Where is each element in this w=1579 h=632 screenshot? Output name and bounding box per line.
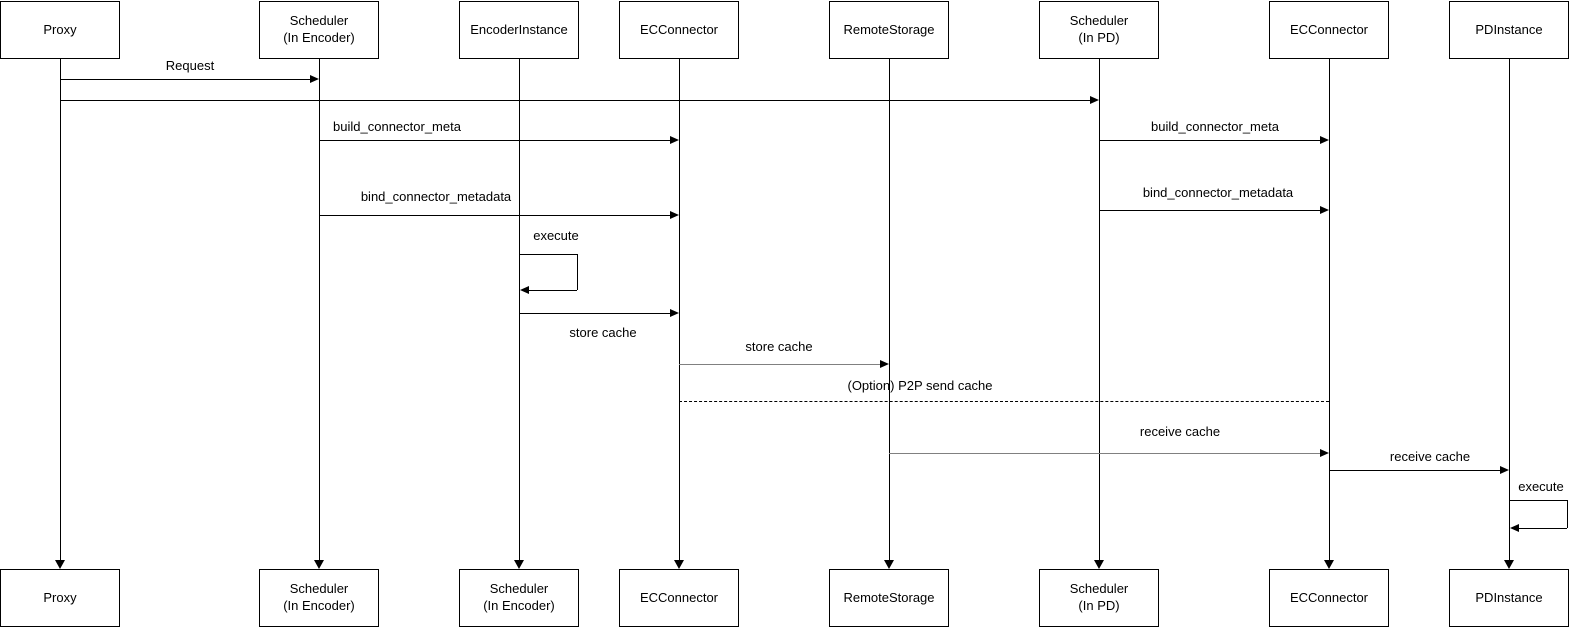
- participant-bottom-scheduler-encoder: Scheduler (In Encoder): [259, 569, 379, 627]
- message-store-cache-ec-to-remote-label: store cache: [745, 339, 813, 354]
- arrowhead-down-icon: [55, 560, 65, 569]
- participant-bottom-scheduler-pd: Scheduler (In PD): [1039, 569, 1159, 627]
- message-receive-cache-ec-to-pd-line: [1329, 470, 1501, 471]
- arrowhead-right-icon: [1320, 449, 1329, 457]
- message-build-connector-meta-right-line: [1099, 140, 1321, 141]
- participant-top-proxy: Proxy: [0, 1, 120, 59]
- participant-bottom-remote-storage: RemoteStorage: [829, 569, 949, 627]
- participant-bottom-pdinstance: PDInstance: [1449, 569, 1569, 627]
- arrowhead-right-icon: [670, 136, 679, 144]
- arrowhead-down-icon: [1324, 560, 1334, 569]
- participant-top-scheduler-pd: Scheduler (In PD): [1039, 1, 1159, 59]
- message-execute-pd-label: execute: [1518, 479, 1564, 494]
- message-receive-cache-remote-to-ec-line: [889, 453, 1321, 454]
- arrowhead-left-icon: [1510, 524, 1519, 532]
- arrowhead-right-icon: [880, 360, 889, 368]
- arrowhead-left-icon: [520, 286, 529, 294]
- message-receive-cache-ec-to-pd-label: receive cache: [1389, 449, 1471, 464]
- arrowhead-down-icon: [314, 560, 324, 569]
- message-store-cache-ec-to-remote-line: [679, 364, 881, 365]
- participant-top-ecconnector-left: ECConnector: [619, 1, 739, 59]
- participant-top-remote-storage: RemoteStorage: [829, 1, 949, 59]
- arrowhead-right-icon: [1320, 136, 1329, 144]
- self-loop-bottom-line: [1519, 528, 1567, 529]
- message-bind-connector-metadata-left-line: [319, 215, 671, 216]
- message-bind-connector-metadata-left-label: bind_connector_metadata: [360, 189, 512, 204]
- arrowhead-right-icon: [670, 211, 679, 219]
- message-build-connector-meta-left-label: build_connector_meta: [333, 119, 461, 134]
- participant-bottom-proxy: Proxy: [0, 569, 120, 627]
- lifeline-encoder-instance-line: [519, 59, 520, 560]
- participant-top-encoder-instance: EncoderInstance: [459, 1, 579, 59]
- arrowhead-down-icon: [1094, 560, 1104, 569]
- message-store-cache-encoder-to-ec-label: store cache: [569, 325, 637, 340]
- message-execute-encoder-label: execute: [533, 228, 579, 243]
- arrowhead-right-icon: [1320, 206, 1329, 214]
- message-build-connector-meta-left-line: [319, 140, 671, 141]
- arrowhead-down-icon: [884, 560, 894, 569]
- message-p2p-send-cache-label: (Option) P2P send cache: [847, 378, 993, 393]
- message-build-connector-meta-right-label: build_connector_meta: [1151, 119, 1279, 134]
- arrowhead-right-icon: [310, 75, 319, 83]
- participant-bottom-scheduler-encoder-2: Scheduler (In Encoder): [459, 569, 579, 627]
- lifeline-ecconnector-left-line: [679, 59, 680, 560]
- self-loop-bottom-line: [529, 290, 577, 291]
- participant-top-scheduler-encoder: Scheduler (In Encoder): [259, 1, 379, 59]
- message-receive-cache-remote-to-ec-label: receive cache: [1139, 424, 1221, 439]
- arrowhead-down-icon: [674, 560, 684, 569]
- arrowhead-right-icon: [1500, 466, 1509, 474]
- message-p2p-send-cache-line: [679, 401, 1329, 402]
- message-request-label: Request: [165, 58, 215, 73]
- message-request-line: [60, 79, 311, 80]
- lifeline-ecconnector-right-line: [1329, 59, 1330, 560]
- participant-bottom-ecconnector-right: ECConnector: [1269, 569, 1389, 627]
- lifeline-scheduler-encoder-line: [319, 59, 320, 560]
- self-loop-right-line: [1567, 500, 1568, 528]
- lifeline-remote-storage-line: [889, 59, 890, 560]
- self-loop-top-line: [519, 254, 577, 255]
- participant-top-ecconnector-right: ECConnector: [1269, 1, 1389, 59]
- lifeline-pdinstance-line: [1509, 59, 1510, 560]
- message-bind-connector-metadata-right-line: [1099, 210, 1321, 211]
- self-loop-right-line: [577, 254, 578, 290]
- arrowhead-right-icon: [670, 309, 679, 317]
- lifeline-proxy-line: [60, 59, 61, 560]
- message-store-cache-encoder-to-ec-line: [519, 313, 671, 314]
- self-loop-top-line: [1509, 500, 1567, 501]
- participant-top-pdinstance: PDInstance: [1449, 1, 1569, 59]
- message-proxy-to-scheduler-pd-line: [60, 100, 1091, 101]
- arrowhead-down-icon: [514, 560, 524, 569]
- arrowhead-right-icon: [1090, 96, 1099, 104]
- lifeline-scheduler-pd-line: [1099, 59, 1100, 560]
- arrowhead-down-icon: [1504, 560, 1514, 569]
- participant-bottom-ecconnector-left: ECConnector: [619, 569, 739, 627]
- message-bind-connector-metadata-right-label: bind_connector_metadata: [1142, 185, 1294, 200]
